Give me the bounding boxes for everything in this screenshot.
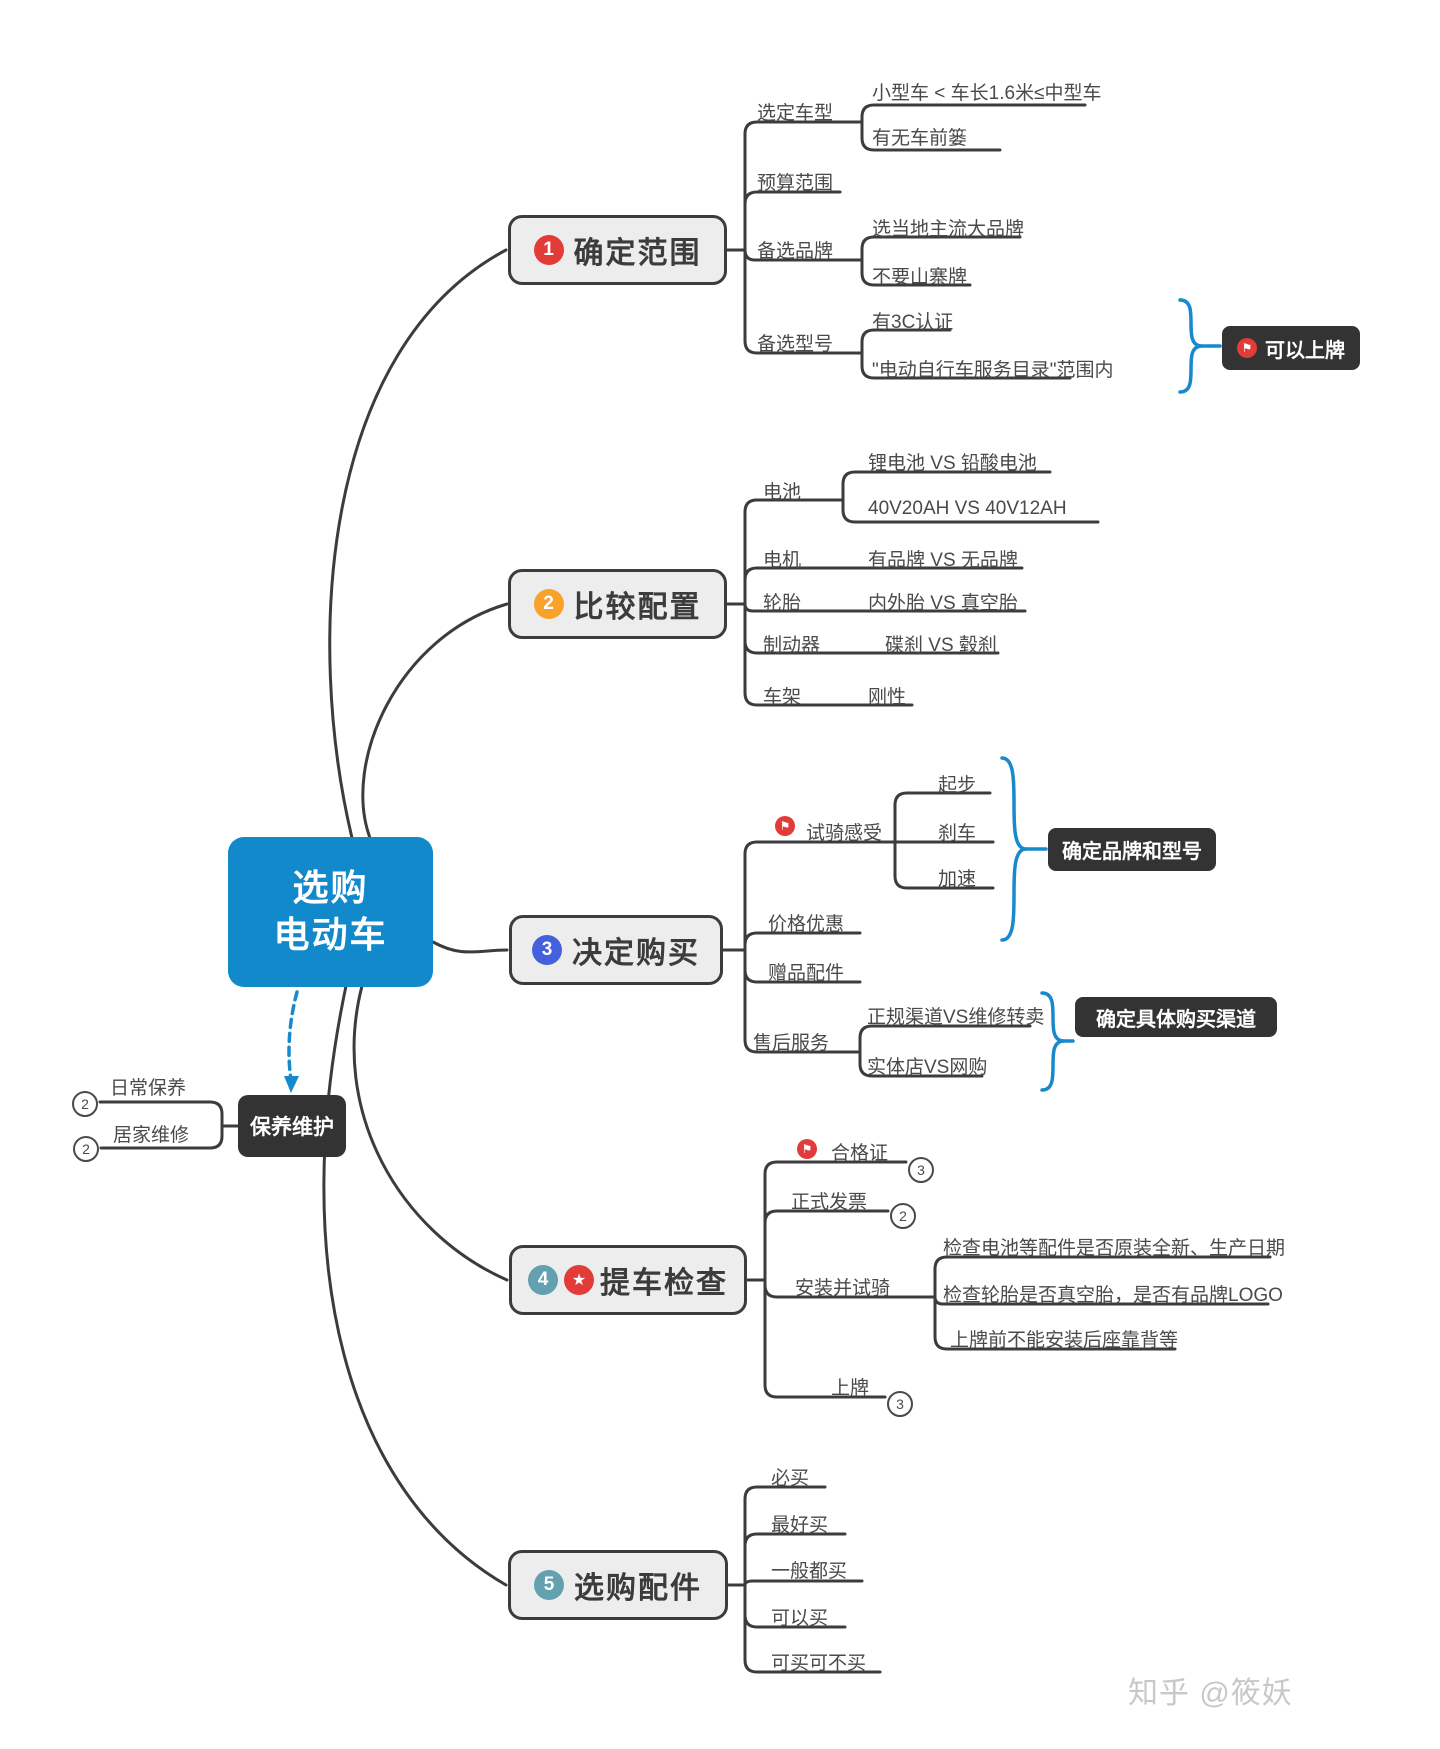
subtopic-no-backrest[interactable]: 上牌前不能安装后座靠背等 xyxy=(950,1330,1179,1351)
topic-candidate-brands[interactable]: 备选品牌 xyxy=(757,241,834,262)
topic-register-plate[interactable]: 上牌 xyxy=(831,1378,870,1399)
branch-label-2: 比较配置 xyxy=(573,591,702,624)
branch-node-5[interactable]: 5 选购配件 xyxy=(508,1550,728,1620)
branch-label-1: 确定范围 xyxy=(573,237,702,270)
subtopic-service-catalog[interactable]: "电动自行车服务目录"范围内 xyxy=(872,360,1114,381)
topic-better-buy[interactable]: 最好买 xyxy=(771,1515,829,1536)
branch-connectors xyxy=(98,103,1272,1674)
subtopic-tire-type[interactable]: 内外胎 VS 真空胎 xyxy=(868,593,1018,614)
maintenance-label: 保养维护 xyxy=(250,1116,334,1139)
callout-purchase-channel[interactable]: 确定具体购买渠道 xyxy=(1075,997,1277,1037)
topic-price-discount[interactable]: 价格优惠 xyxy=(768,914,845,935)
central-topic-line2: 电动车 xyxy=(273,914,388,955)
callout-can-register[interactable]: ⚑ 可以上牌 xyxy=(1222,326,1360,370)
star-icon: ★ xyxy=(564,1265,594,1295)
subtopic-store-vs-online[interactable]: 实体店VS网购 xyxy=(867,1057,988,1078)
subtopic-battery-capacity[interactable]: 40V20AH VS 40V12AH xyxy=(868,498,1067,519)
number-badge-3: 3 xyxy=(532,935,562,965)
topic-candidate-models[interactable]: 备选型号 xyxy=(757,334,834,355)
branch-node-3[interactable]: 3 决定购买 xyxy=(509,915,723,985)
watermark: 知乎 @筱妖 xyxy=(1128,1677,1293,1710)
branch-label-3: 决定购买 xyxy=(572,937,700,970)
number-badge-5: 5 xyxy=(534,1570,564,1600)
subtopic-official-channel[interactable]: 正规渠道VS维修转卖 xyxy=(867,1007,1045,1028)
count-badge: 3 xyxy=(908,1157,934,1183)
central-topic[interactable]: 选购 电动车 xyxy=(228,837,433,987)
subtopic-3c-cert[interactable]: 有3C认证 xyxy=(872,312,954,333)
topic-can-buy[interactable]: 可以买 xyxy=(771,1608,829,1629)
topic-after-sales[interactable]: 售后服务 xyxy=(753,1033,830,1054)
topic-frame[interactable]: 车架 xyxy=(763,687,802,708)
number-badge-4: 4 xyxy=(528,1265,558,1295)
central-topic-line1: 选购 xyxy=(292,867,369,909)
count-badge: 2 xyxy=(73,1136,99,1162)
subtopic-check-battery[interactable]: 检查电池等配件是否原装全新、生产日期 xyxy=(943,1238,1286,1259)
flag-icon: ⚑ xyxy=(797,1139,817,1159)
topic-select-model[interactable]: 选定车型 xyxy=(757,103,834,124)
count-badge: 2 xyxy=(890,1203,916,1229)
topic-certificate[interactable]: 合格证 xyxy=(831,1143,889,1164)
maintenance-node[interactable]: 保养维护 xyxy=(238,1095,346,1157)
subtopic-motor-brand[interactable]: 有品牌 VS 无品牌 xyxy=(868,550,1018,571)
subtopic-start[interactable]: 起步 xyxy=(938,775,977,796)
arrowhead xyxy=(284,1076,299,1093)
callout-can-register-label: 可以上牌 xyxy=(1265,339,1345,362)
topic-battery[interactable]: 电池 xyxy=(763,482,802,503)
topic-tires[interactable]: 轮胎 xyxy=(763,593,802,614)
subtopic-check-tires[interactable]: 检查轮胎是否真空胎，是否有品牌LOGO xyxy=(943,1285,1283,1306)
flag-icon: ⚑ xyxy=(1237,338,1257,358)
subtopic-front-basket[interactable]: 有无车前篓 xyxy=(872,128,968,149)
branch-label-4: 提车检查 xyxy=(600,1267,728,1300)
topic-home-repair[interactable]: 居家维修 xyxy=(113,1125,190,1146)
subtopic-size-rule[interactable]: 小型车 < 车长1.6米≤中型车 xyxy=(872,83,1102,104)
brace-brand-model xyxy=(1000,756,1027,942)
callout-brand-model-label: 确定品牌和型号 xyxy=(1062,841,1202,863)
branch-node-1[interactable]: 1 确定范围 xyxy=(508,215,727,285)
subtopic-battery-type[interactable]: 锂电池 VS 铅酸电池 xyxy=(868,453,1037,474)
count-badge: 3 xyxy=(887,1391,913,1417)
subtopic-brake-type[interactable]: 碟刹 VS 毂刹 xyxy=(885,635,997,656)
dashed-arrow xyxy=(287,990,299,1082)
topic-must-buy[interactable]: 必买 xyxy=(771,1468,810,1489)
topic-install-test-ride[interactable]: 安装并试骑 xyxy=(795,1278,891,1299)
topic-daily-maintenance[interactable]: 日常保养 xyxy=(110,1078,187,1099)
topic-test-ride[interactable]: 试骑感受 xyxy=(806,823,883,844)
callout-purchase-channel-label: 确定具体购买渠道 xyxy=(1096,1008,1256,1031)
topic-invoice[interactable]: 正式发票 xyxy=(791,1192,868,1213)
branch-node-2[interactable]: 2 比较配置 xyxy=(508,569,727,639)
callout-brand-model[interactable]: 确定品牌和型号 xyxy=(1048,828,1216,871)
topic-brakes[interactable]: 制动器 xyxy=(763,635,821,656)
topic-motor[interactable]: 电机 xyxy=(763,550,802,571)
branch-label-5: 选购配件 xyxy=(574,1572,702,1605)
subtopic-brake[interactable]: 刹车 xyxy=(938,823,977,844)
subtopic-no-knockoff[interactable]: 不要山寨牌 xyxy=(872,267,968,288)
topic-usually-buy[interactable]: 一般都买 xyxy=(771,1561,848,1582)
subtopic-mainstream-brand[interactable]: 选当地主流大品牌 xyxy=(872,219,1025,240)
brace-connectors xyxy=(287,298,1222,1092)
brace-channel xyxy=(1040,991,1065,1092)
branch-node-4[interactable]: 4 ★ 提车检查 xyxy=(509,1245,747,1315)
topic-optional-buy[interactable]: 可买可不买 xyxy=(771,1653,867,1674)
subtopic-frame-rigid[interactable]: 刚性 xyxy=(868,687,907,708)
number-badge-2: 2 xyxy=(533,589,564,619)
count-badge: 2 xyxy=(72,1091,98,1117)
brace-register xyxy=(1178,298,1203,394)
topic-free-accessories[interactable]: 赠品配件 xyxy=(768,963,845,984)
topic-budget[interactable]: 预算范围 xyxy=(757,173,834,194)
subtopic-accelerate[interactable]: 加速 xyxy=(938,869,977,890)
flag-icon: ⚑ xyxy=(775,816,795,836)
number-badge-1: 1 xyxy=(533,235,564,265)
